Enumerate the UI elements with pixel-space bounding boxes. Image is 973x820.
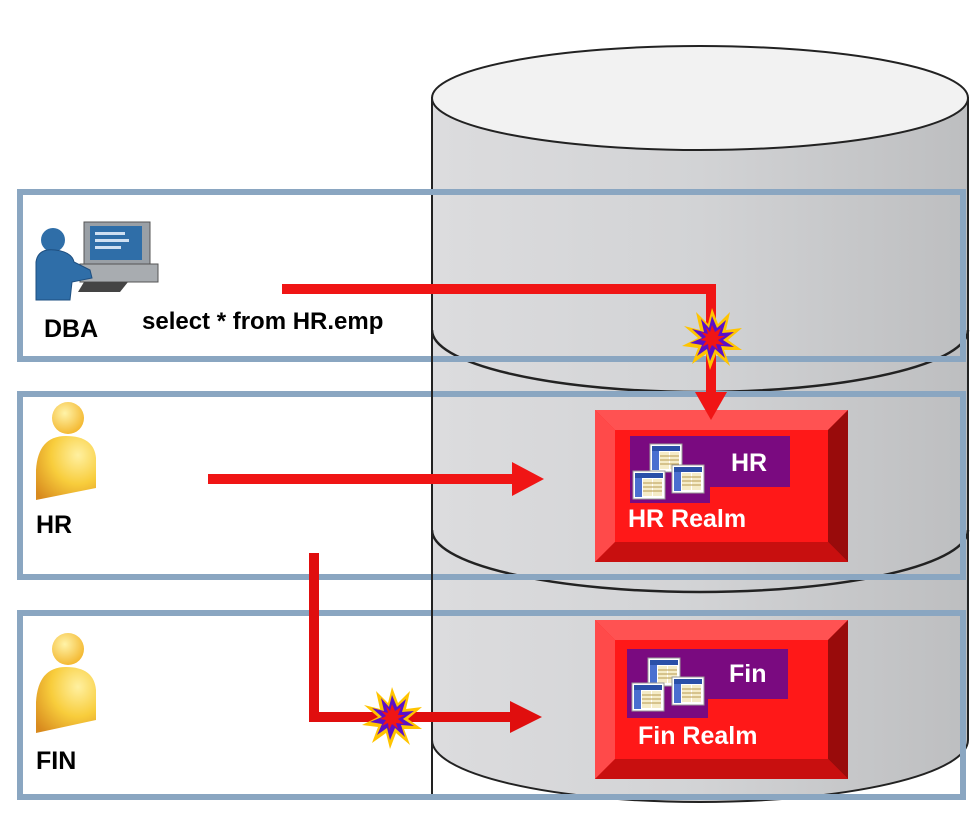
hr-user-icon (36, 402, 96, 500)
fin-realm-label: Fin Realm (638, 722, 758, 750)
fin-realm-box (595, 620, 848, 779)
dba-user-label: DBA (44, 315, 99, 343)
lane-box-dba (17, 189, 966, 362)
blocked-explosion-icon-fin (362, 687, 422, 749)
lane-box-fin (17, 610, 966, 800)
fin-schema-label: Fin (729, 660, 767, 688)
hr-user-label: HR (36, 511, 73, 539)
blocked-explosion-icon-dba (682, 308, 742, 370)
hr-to-fin-flow-arrow (309, 553, 542, 733)
hr-realm-label: HR Realm (628, 505, 747, 533)
lane-box-hr (17, 391, 966, 580)
hr-realm-box (595, 410, 848, 562)
hr-flow-arrow (208, 462, 544, 496)
admin-computer-icon (35, 221, 159, 301)
fin-user-label: FIN (36, 747, 77, 775)
fin-user-icon (36, 633, 96, 733)
hr-schema-label: HR (731, 449, 768, 477)
dba-query-text: select * from HR.emp (142, 308, 384, 335)
